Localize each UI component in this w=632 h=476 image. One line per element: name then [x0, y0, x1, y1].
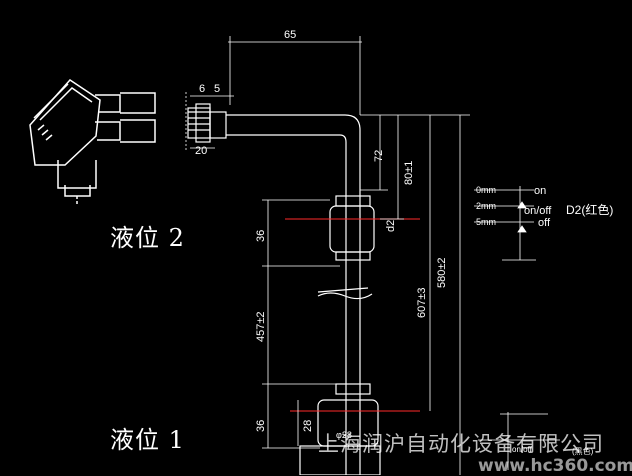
- dim-5: 5: [214, 83, 220, 95]
- junction-box: [29, 79, 156, 206]
- dim-20: 20: [195, 145, 207, 157]
- level-1-label: 液位 1: [110, 426, 185, 454]
- lower-switch-diagram: [478, 412, 560, 470]
- dimension-lines-left: [262, 199, 340, 449]
- legend-5mm: 5mm: [476, 217, 496, 227]
- legend-off: off: [538, 217, 551, 229]
- dim-6: 6: [199, 83, 205, 95]
- dim-d2: d2: [385, 220, 397, 232]
- dimension-text: 65 6 5 20 72 80±1 580±2 607±3 d2 36 457±…: [195, 29, 448, 440]
- dim-80: 80±1: [403, 161, 415, 185]
- dim-72: 72: [373, 150, 385, 162]
- dim-phi: φ28: [336, 430, 352, 440]
- dim-36-top: 36: [255, 230, 267, 242]
- dim-28: 28: [302, 420, 314, 432]
- level-2-label: 液位 2: [110, 224, 185, 252]
- legend-on: on: [534, 185, 546, 197]
- switch-legend-text: 0mm 2mm 5mm on on/off off D2(红色): [476, 185, 613, 229]
- dimension-lines-right: [360, 114, 470, 475]
- float-centerlines: [285, 218, 420, 412]
- dim-457: 457±2: [255, 311, 267, 342]
- lower-legend-text: on/off (黑色): [512, 445, 594, 456]
- dim-36-bottom: 36: [255, 420, 267, 432]
- switch-diagram: [474, 186, 536, 261]
- lower-legend-onoff: on/off: [512, 445, 533, 454]
- legend-onoff: on/off: [524, 205, 552, 217]
- legend-2mm: 2mm: [476, 201, 496, 211]
- dim-65: 65: [284, 29, 296, 41]
- dim-580: 580±2: [436, 257, 448, 288]
- lower-legend-color: (黑色): [572, 446, 594, 456]
- legend-0mm: 0mm: [476, 185, 496, 195]
- watermark-site: www.hc360.com: [478, 456, 632, 476]
- dim-607: 607±3: [416, 287, 428, 318]
- top-fitting: [185, 36, 362, 200]
- legend-d2: D2(红色): [566, 202, 613, 217]
- stem-and-floats: [299, 195, 381, 475]
- watermark-company: 上海润沪自动化设备有限公司: [318, 432, 604, 456]
